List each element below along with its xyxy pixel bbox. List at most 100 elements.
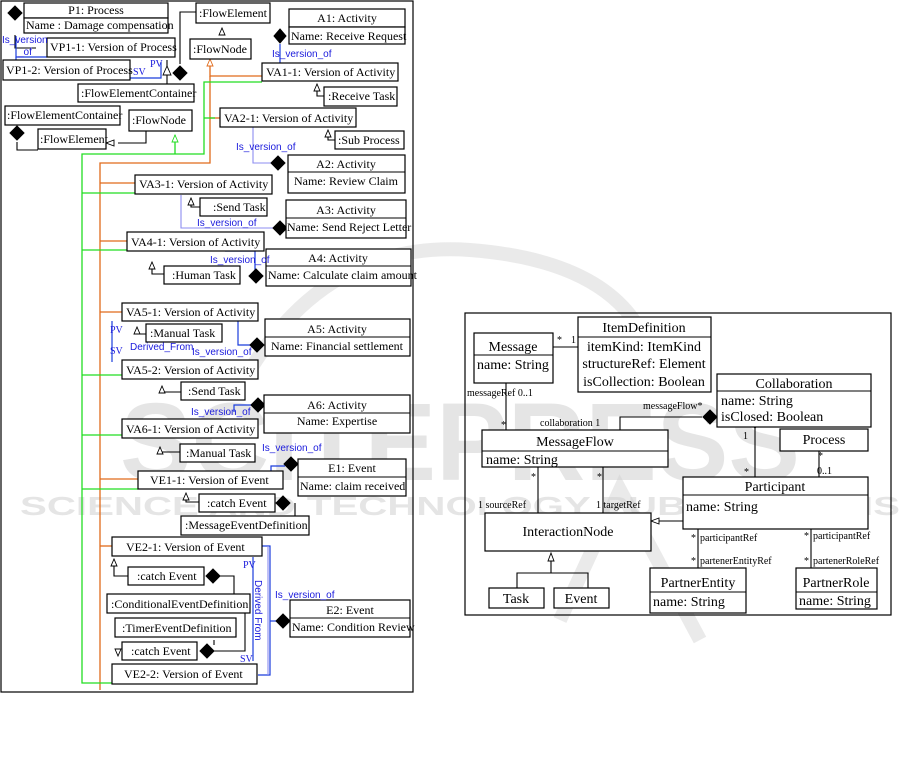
e1-attr: Name: claim received (300, 479, 405, 493)
task-class-box[interactable]: Task (488, 587, 545, 609)
interaction-node-class-box[interactable]: InteractionNode (484, 512, 652, 552)
composition-link (214, 613, 246, 652)
a1-activity-box[interactable]: A1: Activity Name: Receive Request (288, 8, 407, 45)
timer-event-definition-box[interactable]: :TimerEventDefinition (114, 617, 237, 638)
generalization-arrow-icon (187, 196, 195, 206)
item-definition-class-box[interactable]: ItemDefinition itemKind: ItemKind struct… (577, 316, 712, 393)
generalization-arrow-icon (133, 325, 141, 335)
generalization-arrow-icon (171, 133, 179, 143)
message-flow-class-box[interactable]: MessageFlow name: String (481, 429, 669, 468)
a4-activity-box[interactable]: A4: Activity Name: Calculate claim amoun… (265, 248, 418, 287)
mult-participant-ref-2: participantRef (813, 531, 871, 542)
derived-from-label: Derived_From (130, 342, 193, 353)
participant-class-box[interactable]: Participant name: String (682, 476, 869, 530)
send-task-box-2[interactable]: :Send Task (180, 381, 246, 401)
item-definition-title: ItemDefinition (602, 321, 685, 336)
right-diagram: Message name: String ItemDefinition item… (464, 312, 892, 616)
flow-element-box-2[interactable]: :FlowElement (37, 128, 109, 150)
left-frame (0, 0, 414, 693)
mult-message-flow: messageFlow* (643, 401, 702, 412)
va3-1-box[interactable]: VA3-1: Version of Activity (134, 174, 273, 195)
flow-element-box-1[interactable]: :FlowElement (195, 2, 271, 24)
interaction-node-title: InteractionNode (523, 525, 614, 540)
catch-event-3-label: :catch Event (131, 644, 191, 658)
catch-event-box-2[interactable]: :catch Event (127, 566, 205, 586)
mult-mf-star: * (501, 420, 506, 431)
generalization-arrow-icon (324, 128, 332, 138)
catch-event-box-3[interactable]: :catch Event (121, 641, 198, 661)
a1-attr: Name: Receive Request (291, 29, 407, 43)
a5-activity-box[interactable]: A5: Activity Name: Financial settlement (264, 318, 411, 357)
a2-activity-box[interactable]: A2: Activity Name: Review Claim (287, 154, 406, 194)
a5-title: A5: Activity (307, 322, 367, 336)
va2-1-box[interactable]: VA2-1: Version of Activity (219, 107, 357, 128)
e2-event-box[interactable]: E2: Event Name: Condition Review (289, 599, 415, 638)
vp1-2-label: VP1-2: Version of Process (6, 63, 133, 77)
receive-task-box[interactable]: :Receive Task (323, 86, 398, 107)
event-class-box[interactable]: Event (553, 587, 610, 609)
va6-1-box[interactable]: VA6-1: Version of Activity (121, 418, 259, 439)
a4-title: A4: Activity (308, 251, 368, 265)
ve1-1-box[interactable]: VE1-1: Version of Event (137, 470, 284, 490)
vp1-2-box[interactable]: VP1-2: Version of Process (2, 59, 133, 81)
composition-diamond-icon (275, 613, 291, 629)
flow-element-container-box-1[interactable]: :FlowElementContainer (77, 83, 196, 103)
human-task-label: :Human Task (172, 268, 236, 282)
e1-event-box[interactable]: E1: Event Name: claim received (297, 458, 407, 497)
composition-diamond-icon (205, 568, 221, 584)
conditional-event-definition-box[interactable]: :ConditionalEventDefinition (106, 593, 251, 614)
message-class-box[interactable]: Message name: String (473, 332, 554, 384)
flow-node-box-1[interactable]: :FlowNode (189, 38, 252, 60)
send-task-box-1[interactable]: :Send Task (199, 197, 268, 217)
vp1-1-box[interactable]: VP1-1: Version of Process (46, 37, 177, 58)
item-definition-attr-0: itemKind: ItemKind (587, 340, 701, 355)
va5-2-box[interactable]: VA5-2: Version of Activity (121, 359, 259, 380)
is-version-of-link (237, 321, 250, 346)
process-class-box[interactable]: Process (779, 428, 869, 452)
is-version-of-link (252, 126, 278, 164)
partner-role-class-box[interactable]: PartnerRole name: String (795, 567, 878, 610)
watermark-arc (244, 242, 647, 374)
ve2-2-box[interactable]: VE2-2: Version of Event (111, 663, 258, 685)
a3-attr: Name: Send Reject Letter (287, 220, 411, 234)
manual-task-box-2[interactable]: :Manual Task (179, 443, 256, 463)
partner-entity-attr: name: String (653, 595, 725, 610)
composition-diamond-icon (249, 337, 265, 353)
va1-1-box[interactable]: VA1-1: Version of Activity (261, 62, 399, 82)
collaboration-class-box[interactable]: Collaboration name: String isClosed: Boo… (716, 373, 872, 428)
flow-node-box-2[interactable]: :FlowNode (128, 109, 193, 132)
composition-diamond-icon (250, 397, 266, 413)
flow-element-container-box-2[interactable]: :FlowElementContainer (4, 105, 122, 126)
manual-task-box-1[interactable]: :Manual Task (145, 323, 223, 343)
sub-process-box[interactable]: :Sub Process (334, 130, 405, 150)
generalization-arrow-icon (114, 648, 122, 658)
human-task-box[interactable]: :Human Task (163, 265, 241, 285)
partner-entity-class-box[interactable]: PartnerEntity name: String (649, 567, 747, 614)
a3-activity-box[interactable]: A3: Activity Name: Send Reject Letter (285, 199, 411, 239)
ve2-1-box[interactable]: VE2-1: Version of Event (111, 536, 263, 557)
watermark: SCITEPRESS SCIENCE AND TECHNOLOGY PUBLIC… (20, 242, 900, 644)
a6-activity-box[interactable]: A6: Activity Name: Expertise (263, 394, 411, 434)
catch-event-box-1[interactable]: :catch Event (198, 493, 276, 513)
msg-event-def-label: :MessageEventDefinition (185, 518, 308, 532)
catch-event-2-label: :catch Event (137, 569, 197, 583)
sub-process-label: :Sub Process (338, 133, 400, 147)
generalization-arrow-icon (547, 551, 555, 562)
message-event-definition-box[interactable]: :MessageEventDefinition (180, 515, 310, 536)
collaboration-title: Collaboration (756, 377, 833, 392)
composition-diamond-icon (275, 495, 291, 511)
mult-process-star: * (818, 451, 823, 462)
composition-diamond-icon (7, 5, 23, 21)
green-trunk (81, 81, 262, 684)
mult-message-ref: messageRef 0..1 (467, 388, 533, 399)
composition-diamond-icon (248, 268, 264, 284)
va4-1-box[interactable]: VA4-1: Version of Activity (126, 231, 265, 252)
mult-process-01: 0..1 (817, 466, 832, 477)
mult-partner-entity-ref: partenerEntityRef (700, 556, 772, 567)
message-title: Message (489, 340, 538, 355)
p1-process-box[interactable]: P1: Process Name : Damage compensation (23, 2, 174, 34)
sv-label: SV (133, 67, 147, 78)
composition-diamond-icon (172, 65, 188, 81)
va5-1-box[interactable]: VA5-1: Version of Activity (121, 302, 259, 322)
collaboration-attr-0: name: String (721, 394, 793, 409)
